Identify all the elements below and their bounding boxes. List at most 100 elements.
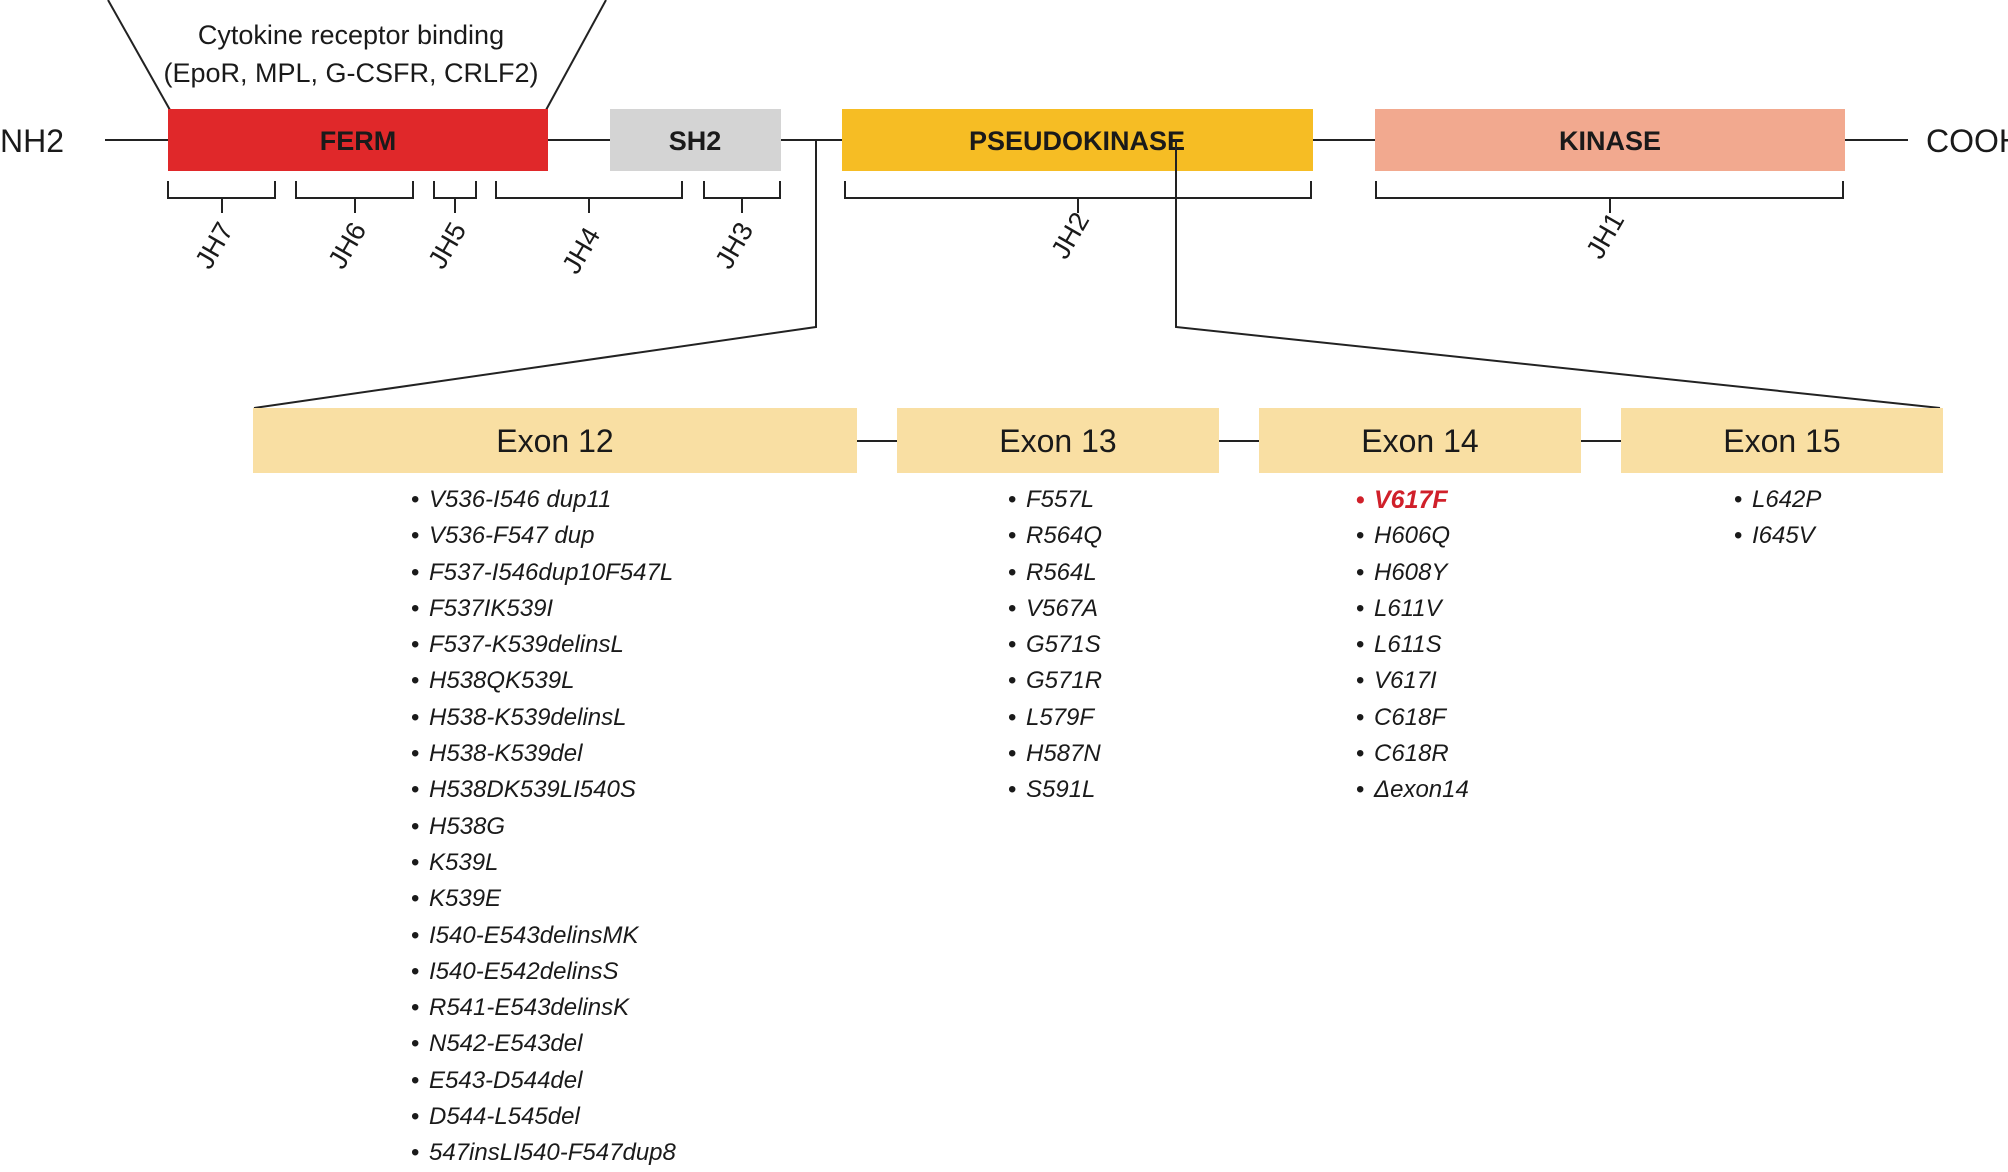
mutation-item: •H538DK539LI540S bbox=[411, 772, 676, 808]
mutation-label: C618R bbox=[1374, 740, 1449, 768]
mutation-item: •F537-I546dup10F547L bbox=[411, 555, 676, 591]
binding-callout-lines bbox=[107, 0, 607, 111]
bullet-icon: • bbox=[411, 994, 420, 1022]
exon-12-box: Exon 12 bbox=[253, 408, 857, 473]
mutation-label: F537IK539I bbox=[429, 594, 554, 622]
exon-15-mutation-list: •L642P•I645V bbox=[1734, 482, 1821, 555]
mutation-item: •V617I bbox=[1356, 663, 1469, 699]
domain-sh2: SH2 bbox=[610, 109, 781, 171]
mutation-label: H538G bbox=[429, 812, 506, 840]
zoom-lines bbox=[253, 139, 1941, 409]
bullet-icon: • bbox=[1008, 486, 1017, 513]
mutation-label: H538QK539L bbox=[429, 667, 575, 695]
mutation-item: • L611S bbox=[1356, 627, 1469, 663]
mutation-item: •D544-L545del bbox=[411, 1099, 676, 1135]
bullet-icon: • bbox=[411, 486, 420, 513]
bracket-jh3 bbox=[703, 181, 781, 213]
bullet-icon: • bbox=[1356, 522, 1365, 550]
bullet-icon: • bbox=[1008, 667, 1017, 695]
mutation-label: Δexon14 bbox=[1374, 776, 1469, 804]
mutation-label: K539E bbox=[429, 885, 502, 913]
bullet-icon: • bbox=[411, 522, 420, 550]
mutation-label: H538DK539LI540S bbox=[429, 776, 636, 804]
mutation-label: R564Q bbox=[1026, 522, 1103, 550]
bracket-jh2 bbox=[844, 181, 1312, 213]
bullet-icon: • bbox=[411, 594, 420, 622]
mutation-label: R541-E543delinsK bbox=[429, 994, 630, 1022]
bullet-icon: • bbox=[1008, 776, 1017, 804]
n-terminus-label: NH2 bbox=[0, 123, 64, 159]
mutation-label: H538-K539del bbox=[429, 740, 583, 768]
mutation-label: I645V bbox=[1752, 522, 1815, 550]
mutation-label: L611S bbox=[1374, 631, 1442, 659]
exon-14-label: Exon 14 bbox=[1361, 423, 1478, 459]
mutation-item: • R541-E543delinsK bbox=[411, 990, 676, 1026]
mutation-label: D544-L545del bbox=[429, 1103, 580, 1131]
mutation-label: H608Y bbox=[1374, 558, 1448, 586]
mutation-item: •V567A bbox=[1008, 591, 1102, 627]
exon-12-label: Exon 12 bbox=[496, 423, 613, 459]
bullet-icon: • bbox=[1356, 594, 1365, 622]
mutation-label: G571S bbox=[1026, 631, 1101, 659]
bullet-icon: • bbox=[1356, 776, 1365, 804]
mutation-item: •E543-D544del bbox=[411, 1063, 676, 1099]
mutation-item: •H538QK539L bbox=[411, 663, 676, 699]
mutation-label: I540-E543delinsMK bbox=[429, 921, 639, 949]
mutation-item: •H538-K539delinsL bbox=[411, 700, 676, 736]
mutation-item: •H538G bbox=[411, 809, 676, 845]
bullet-icon: • bbox=[411, 957, 420, 985]
mutation-item: •K539E bbox=[411, 881, 676, 917]
mutation-label: F537-I546dup10F547L bbox=[429, 558, 674, 586]
bullet-icon: • bbox=[1356, 667, 1365, 695]
c-terminus-label: COOH bbox=[1926, 123, 2008, 159]
mutation-label: N542-E543del bbox=[429, 1030, 583, 1058]
bullet-icon: • bbox=[411, 631, 420, 659]
bullet-icon: • bbox=[1008, 631, 1017, 659]
exon-13-mutation-list: •F557L•R564Q•R564L•V567A•G571S•G571R•L57… bbox=[1008, 482, 1102, 809]
bullet-icon: • bbox=[411, 921, 420, 949]
mutation-label: F557L bbox=[1026, 486, 1095, 513]
mutation-item: • F557L bbox=[1008, 482, 1102, 518]
bullet-icon: • bbox=[1008, 740, 1017, 768]
mutation-label: L579F bbox=[1026, 703, 1095, 731]
jh4-label: JH4 bbox=[556, 222, 606, 279]
mutation-item: •R564L bbox=[1008, 555, 1102, 591]
mutation-label: L611V bbox=[1374, 594, 1442, 622]
bullet-icon: • bbox=[1008, 558, 1017, 586]
domain-pseudokinase: PSEUDOKINASE bbox=[842, 109, 1313, 171]
mutation-item: •V617F bbox=[1356, 482, 1469, 518]
domain-kinase-label: KINASE bbox=[1559, 126, 1661, 156]
mutation-item: • C618R bbox=[1356, 736, 1469, 772]
mutation-label: G571R bbox=[1026, 667, 1103, 695]
jh5-label: JH5 bbox=[422, 217, 472, 274]
mutation-label: F537-K539delinsL bbox=[429, 631, 624, 659]
exon-12-mutation-list: •V536-I546 dup11•V536-F547 dup•F537-I546… bbox=[411, 482, 676, 1172]
bullet-icon: • bbox=[1008, 522, 1017, 550]
mutation-item: • I540-E543delinsMK bbox=[411, 918, 676, 954]
mutation-label: V536-F547 dup bbox=[429, 522, 595, 550]
domain-pseudokinase-label: PSEUDOKINASE bbox=[969, 126, 1185, 156]
exon-13-box: Exon 13 bbox=[897, 408, 1219, 473]
mutation-item: • L611V bbox=[1356, 591, 1469, 627]
mutation-label: 547insLI540-F547dup8 bbox=[429, 1139, 676, 1167]
exon-14-mutation-list: •V617F•H606Q•H608Y•L611V•L611S•V617I•C61… bbox=[1356, 482, 1469, 809]
bullet-icon: • bbox=[1356, 631, 1365, 659]
mutation-label: K539L bbox=[429, 848, 499, 876]
mutation-item: •L642P bbox=[1734, 482, 1821, 518]
mutation-label: I540-E542delinsS bbox=[429, 957, 619, 985]
domain-ferm-label: FERM bbox=[320, 126, 397, 156]
mutation-item: •H538-K539del bbox=[411, 736, 676, 772]
bullet-icon: • bbox=[1356, 740, 1365, 768]
jh1-label: JH1 bbox=[1580, 207, 1630, 264]
mutation-item: •547insLI540-F547dup8 bbox=[411, 1135, 676, 1171]
jh3-label: JH3 bbox=[709, 217, 759, 274]
mutation-label: H587N bbox=[1026, 740, 1101, 768]
binding-note-line2: (EpoR, MPL, G-CSFR, CRLF2) bbox=[163, 58, 538, 88]
mutation-item: •C618F bbox=[1356, 700, 1469, 736]
mutation-label: H606Q bbox=[1374, 522, 1451, 550]
mutation-label: V567A bbox=[1026, 594, 1099, 622]
mutation-label: L642P bbox=[1752, 486, 1822, 513]
bullet-icon: • bbox=[1356, 486, 1365, 514]
domain-kinase: KINASE bbox=[1375, 109, 1845, 171]
jh2-label: JH2 bbox=[1045, 207, 1095, 264]
